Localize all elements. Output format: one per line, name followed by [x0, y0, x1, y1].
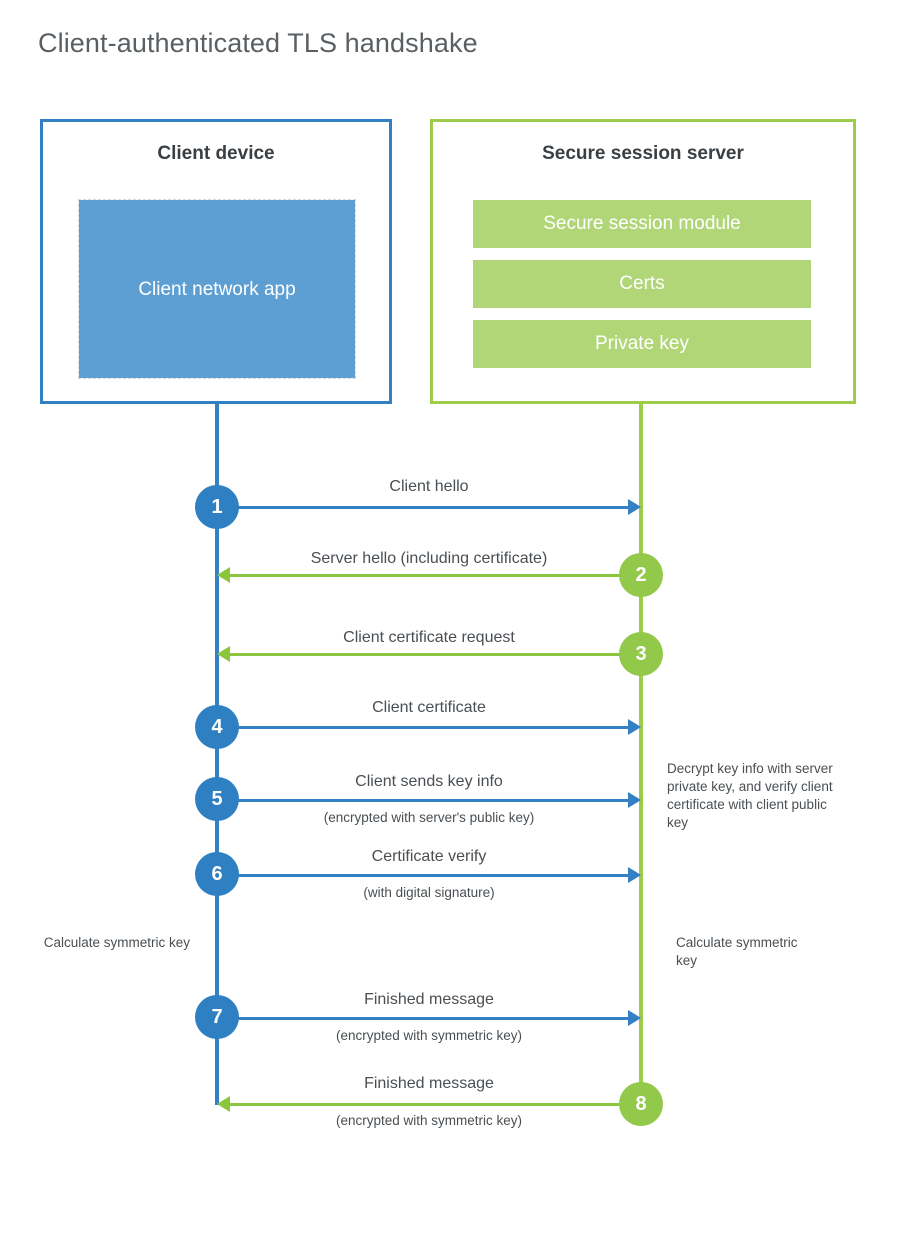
step-6-circle[interactable]: 6	[195, 852, 239, 896]
page-title: Client-authenticated TLS handshake	[38, 28, 478, 58]
step-2-label: Server hello (including certificate)	[310, 550, 548, 567]
step-5-arrow-line	[217, 799, 629, 802]
client-network-app-block: Client network app	[78, 199, 356, 379]
server-module-secure-session-module: Secure session module	[473, 200, 811, 248]
step-7-sublabel: (encrypted with symmetric key)	[335, 1028, 523, 1043]
step-1-label: Client hello	[389, 478, 469, 495]
step-5-sublabel: (encrypted with server's public key)	[323, 810, 535, 825]
step-2-arrow-line	[229, 574, 641, 577]
annotation-client-calculate-symmetric-key: Calculate symmetric key	[43, 935, 190, 950]
step-7-circle[interactable]: 7	[195, 995, 239, 1039]
step-6-arrow-line	[217, 874, 629, 877]
step-8-sublabel: (encrypted with symmetric key)	[335, 1113, 523, 1128]
step-4-arrowhead-icon	[628, 719, 641, 735]
annotation-server-calculate-symmetric-key: Calculate symmetric key	[676, 935, 798, 968]
step-8-arrow-line	[229, 1103, 641, 1106]
step-7-arrow-line	[217, 1017, 629, 1020]
step-8-circle[interactable]: 8	[619, 1082, 663, 1126]
step-7-arrowhead-icon	[628, 1010, 641, 1026]
server-module-private-key: Private key	[473, 320, 811, 368]
actor-box-secure-session-server: Secure session server Secure session mod…	[430, 119, 856, 404]
step-2-arrowhead-icon	[217, 567, 230, 583]
step-3-label: Client certificate request	[343, 629, 515, 646]
step-4-label: Client certificate	[372, 699, 486, 716]
server-lifeline	[639, 403, 643, 1105]
client-device-title: Client device	[157, 143, 275, 164]
step-5-circle[interactable]: 5	[195, 777, 239, 821]
step-4-arrow-line	[217, 726, 629, 729]
step-8-label: Finished message	[364, 1075, 494, 1092]
step-5-arrowhead-icon	[628, 792, 641, 808]
step-2-circle[interactable]: 2	[619, 553, 663, 597]
secure-session-server-title: Secure session server	[542, 143, 744, 164]
step-3-circle[interactable]: 3	[619, 632, 663, 676]
step-5-label: Client sends key info	[355, 773, 503, 790]
server-module-certs: Certs	[473, 260, 811, 308]
step-6-label: Certificate verify	[371, 848, 487, 865]
step-1-circle[interactable]: 1	[195, 485, 239, 529]
step-6-arrowhead-icon	[628, 867, 641, 883]
server-module-list: Secure session module Certs Private key	[473, 200, 811, 368]
actor-box-client-device: Client device Client network app	[40, 119, 392, 404]
step-1-arrow-line	[217, 506, 629, 509]
step-7-label: Finished message	[364, 991, 494, 1008]
client-lifeline	[215, 403, 219, 1105]
step-4-circle[interactable]: 4	[195, 705, 239, 749]
step-3-arrowhead-icon	[217, 646, 230, 662]
annotation-server-decrypt: Decrypt key info with server private key…	[667, 761, 833, 830]
step-1-arrowhead-icon	[628, 499, 641, 515]
step-8-arrowhead-icon	[217, 1096, 230, 1112]
step-3-arrow-line	[229, 653, 641, 656]
step-6-sublabel: (with digital signature)	[363, 885, 495, 900]
